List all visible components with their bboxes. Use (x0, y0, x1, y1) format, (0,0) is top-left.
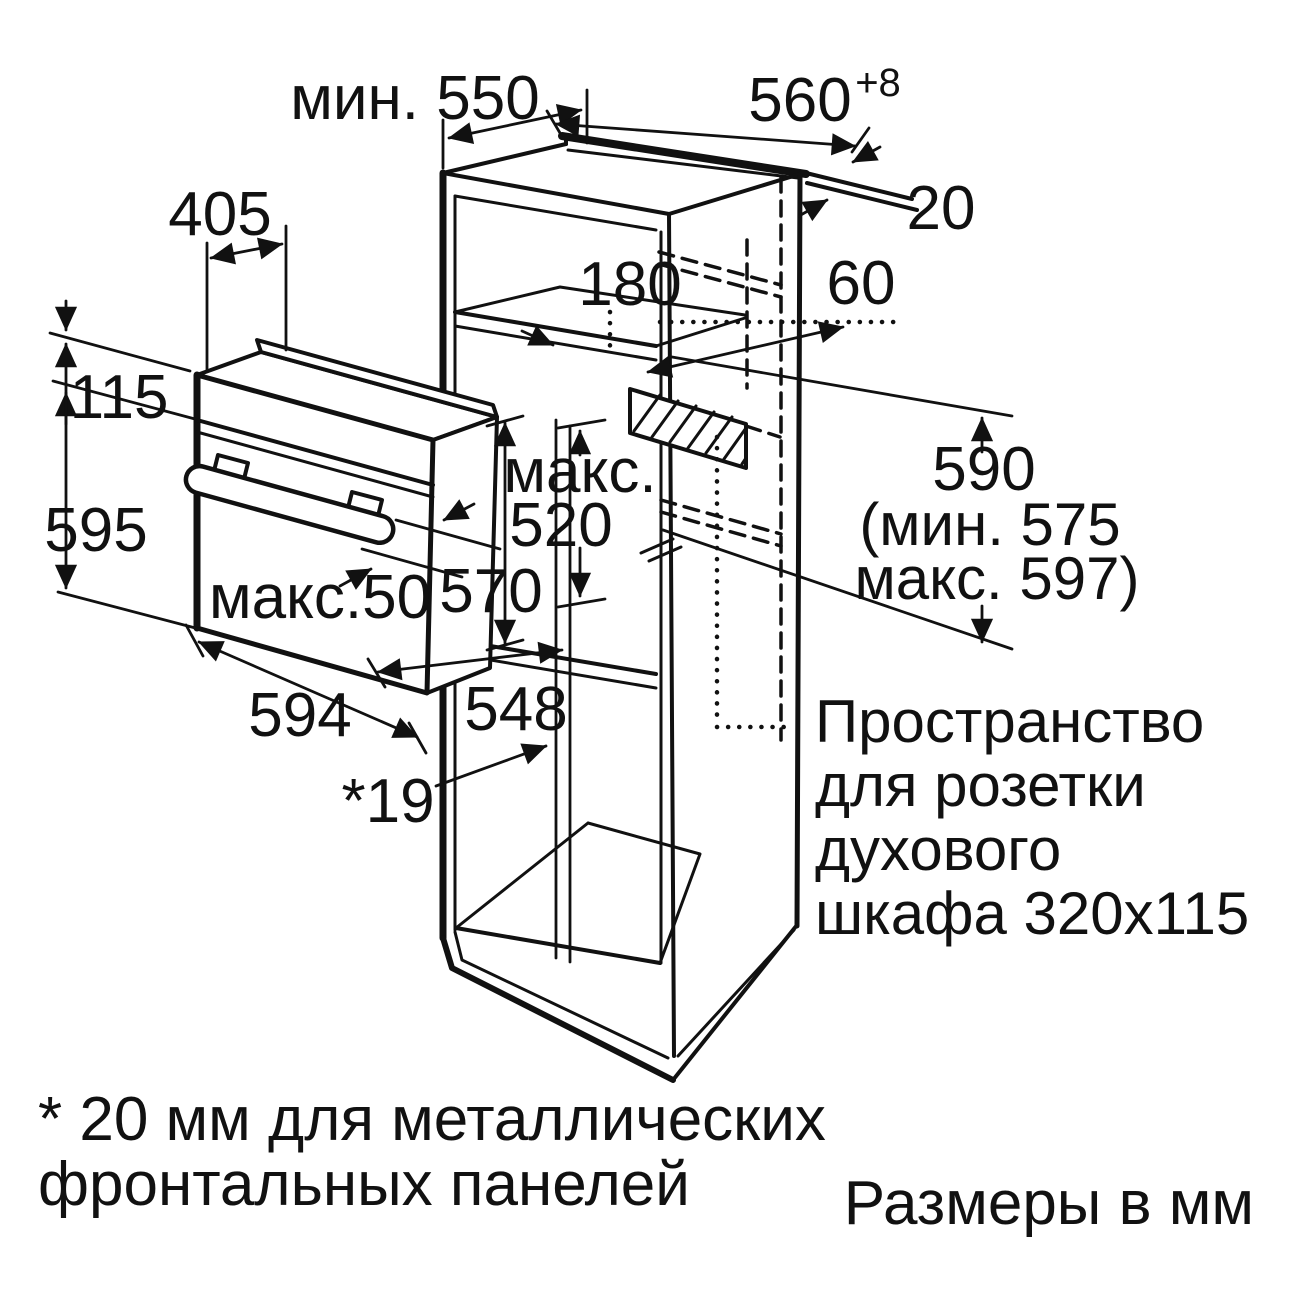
dim-label-min550: мин. 550 (290, 64, 539, 133)
dim-label-548: 548 (464, 675, 567, 744)
shelf-front-edge (453, 310, 658, 348)
dim-label-590-min: (мин. 575 (859, 491, 1120, 558)
dim-label-20: 20 (907, 174, 976, 243)
dim-405-line (209, 237, 284, 265)
line-break-marks (639, 537, 683, 563)
dim-label-520: 520 (509, 491, 612, 560)
cabinet-top-front-edge (441, 171, 671, 216)
dim-548-line (376, 641, 564, 681)
cabinet-top-left-edge (441, 142, 568, 175)
leader-socket-dotted (714, 434, 796, 730)
dim-label-590: 590 (932, 435, 1035, 504)
socket-note-line1: Пространство (815, 688, 1204, 755)
wall-edge-lines (800, 170, 919, 212)
floor-surface (454, 821, 702, 965)
footnote-line2: фронтальных панелей (38, 1150, 690, 1219)
dim-label-405: 405 (168, 180, 271, 249)
dim-594-line (197, 640, 419, 739)
oven-appliance (183, 338, 499, 696)
dim-520-ticks (556, 418, 607, 609)
socket-level-dashed-lines (659, 498, 783, 548)
dimension-lines (48, 88, 1014, 964)
oven-side-face (425, 415, 499, 695)
niche-top-dashed-lines (657, 250, 783, 299)
dotted-leaders (607, 309, 901, 730)
dim-label-maks-word: макс. (503, 437, 656, 506)
dim-label-maks50: макс.50 (209, 563, 431, 632)
dim-label-560-sup: +8 (855, 61, 901, 105)
socket-note-line2: для розетки (815, 752, 1146, 819)
dim-60-line (646, 321, 845, 378)
cabinet-top-right-edge (667, 172, 802, 216)
dim-maks50-arrow-left (338, 567, 373, 590)
oven-control-panel-line (195, 418, 435, 487)
socket-note-line3: духового (815, 816, 1061, 883)
shelf-bottom-edge (453, 324, 658, 362)
handle-bar (183, 463, 396, 546)
dim-maks50-arrow-right (442, 499, 476, 522)
cabinet-back-right-edge (794, 171, 803, 929)
oven-door-handle (183, 453, 396, 546)
units-label: Размеры в мм (844, 1169, 1254, 1238)
labels: мин. 550 560 +8 20 405 180 60 115 595 ма… (38, 61, 1254, 1238)
dim-20-arrow-bottom (797, 198, 829, 222)
socket-note-line4: шкафа 320x115 (815, 880, 1249, 947)
dim-405-extensions (205, 224, 288, 372)
oven-control-panel-line2 (195, 430, 435, 499)
dim-label-595: 595 (44, 496, 147, 565)
dim-label-60: 60 (827, 249, 896, 318)
dim-19-leader (434, 743, 548, 788)
dim-maks50-extensions (360, 518, 502, 579)
oven-rear-flange (255, 338, 499, 419)
front-plane-reference-lines (554, 418, 572, 964)
cabinet-side-bottom-edge (676, 928, 796, 1058)
dim-label-594: 594 (248, 681, 351, 750)
cabinet-inner-top-edge (453, 194, 658, 232)
footnote: * 20 мм для металлических фронтальных па… (38, 1085, 826, 1219)
dim-label-590-max: макс. 597) (855, 545, 1140, 612)
dim-label-19: *19 (341, 767, 434, 836)
plinth-front-edge (440, 935, 676, 1083)
socket-note: Пространство для розетки духового шкафа … (815, 688, 1249, 947)
dim-label-115: 115 (70, 363, 169, 432)
floor-front-edge (454, 926, 662, 965)
dim-label-570: 570 (439, 557, 542, 626)
dim-548-tick (366, 657, 387, 689)
dim-560-line (554, 114, 857, 156)
socket-back-dashed-line (744, 424, 782, 439)
footnote-line1: * 20 мм для металлических (38, 1085, 826, 1154)
dim-180-pointer (520, 325, 555, 347)
plinth-front-inner-edge (453, 930, 670, 1060)
dim-20-arrow-top (851, 141, 882, 164)
dim-label-180: 180 (578, 250, 681, 319)
dim-label-560: 560 (748, 66, 851, 135)
